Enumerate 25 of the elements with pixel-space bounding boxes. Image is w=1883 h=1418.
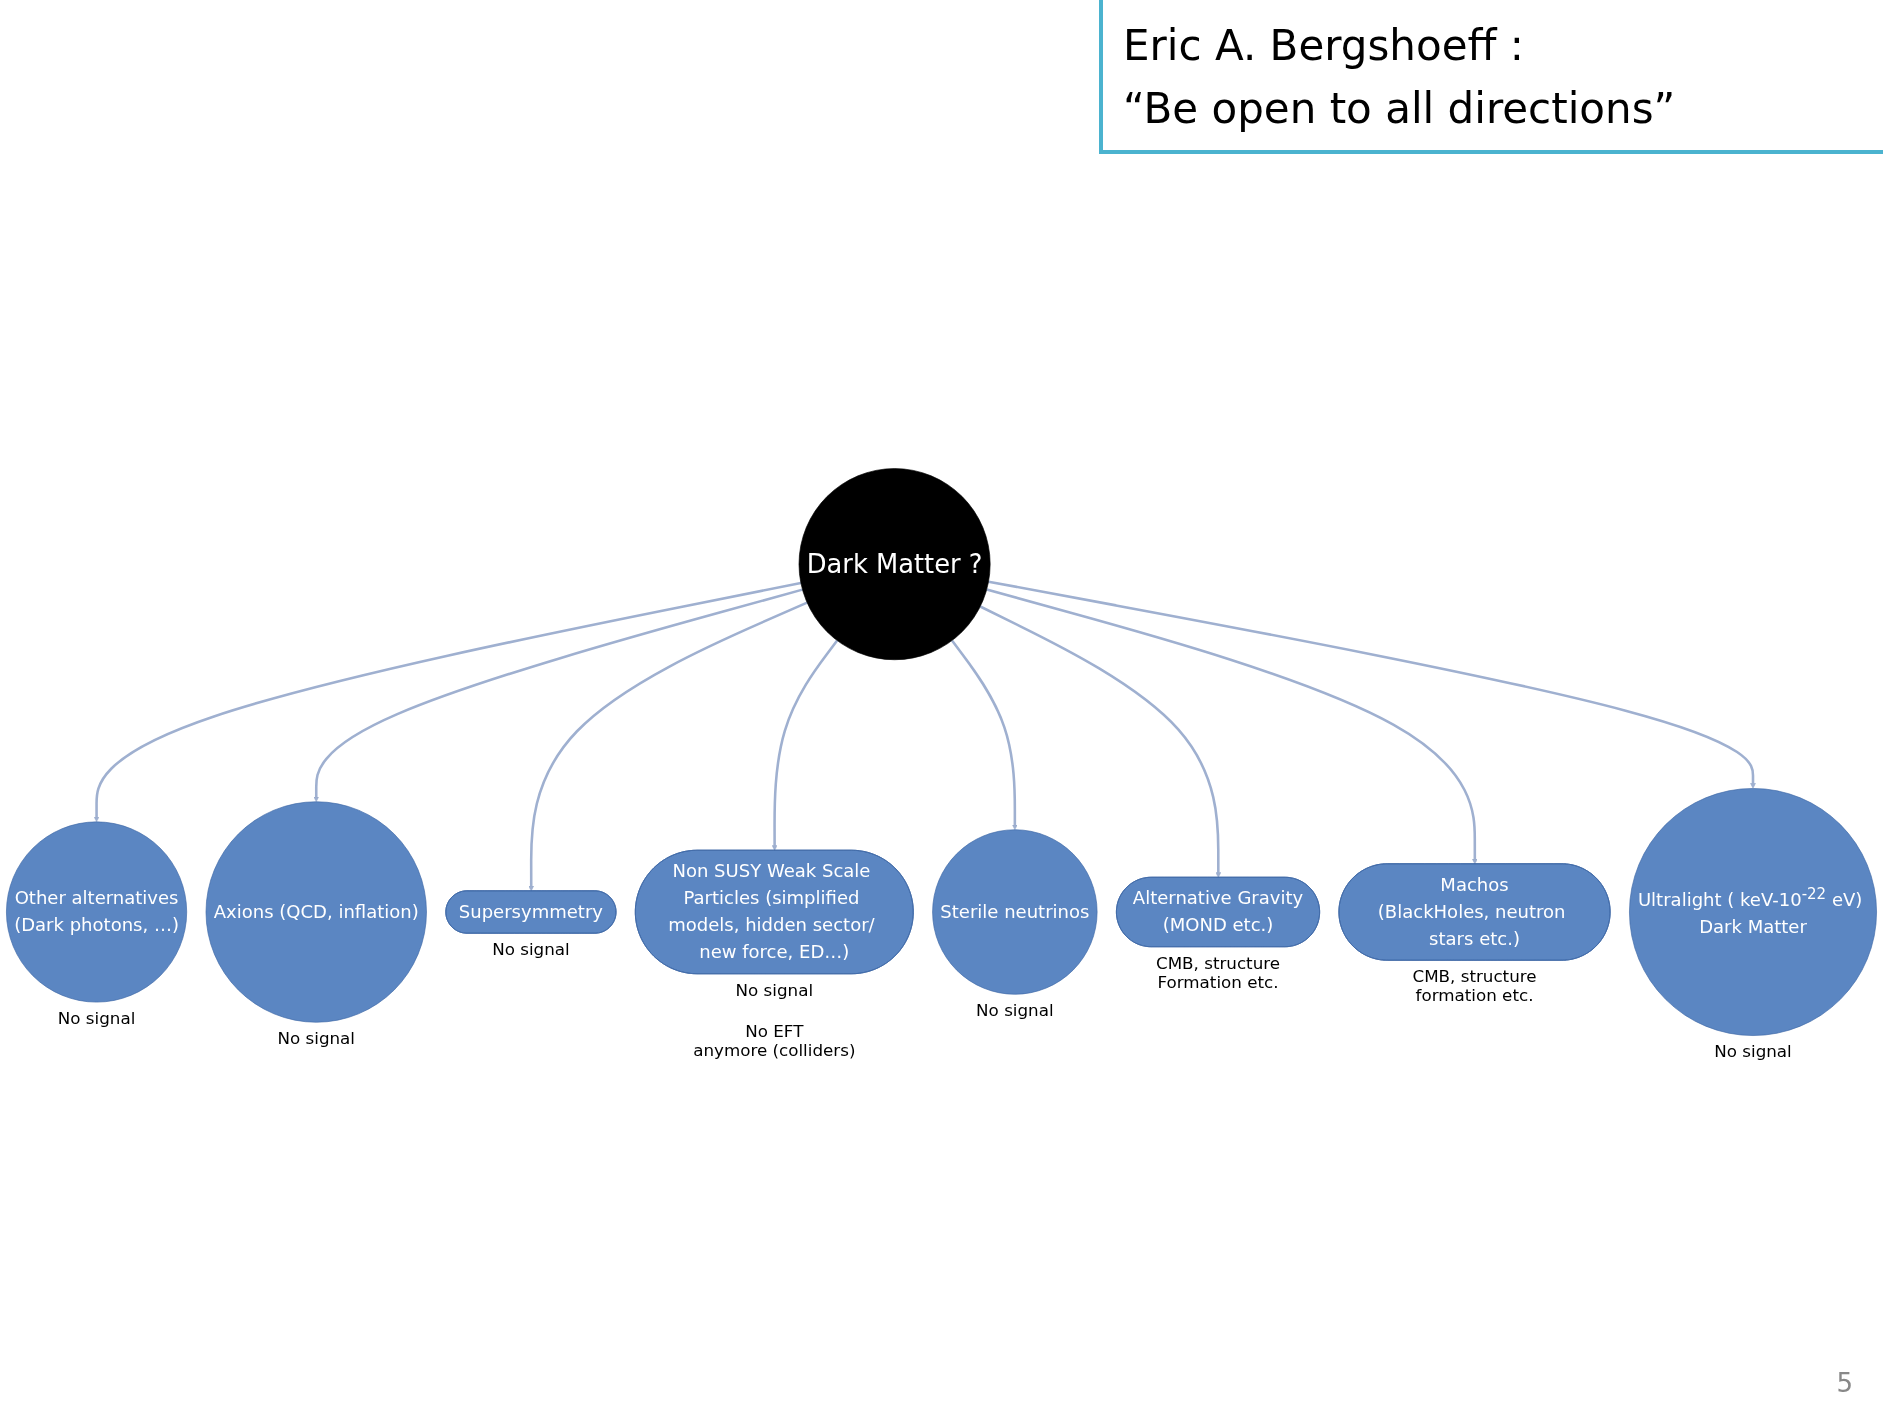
node-circle: Ultralight ( keV-10$^{-22}$ eV) Dark Matter bbox=[1629, 788, 1877, 1036]
note-text: No signal bbox=[492, 939, 570, 960]
arrow bbox=[986, 588, 1478, 865]
arrow bbox=[988, 580, 1756, 789]
note-text: No EFT anymore (colliders) bbox=[693, 1020, 856, 1061]
node-circle: Axions (QCD, inflation) bbox=[205, 801, 427, 1023]
arrow bbox=[528, 601, 808, 892]
note-text: No signal bbox=[976, 1000, 1054, 1021]
note-text: CMB, structure formation etc. bbox=[1412, 966, 1537, 1006]
arrow bbox=[771, 639, 839, 851]
arrow bbox=[951, 639, 1018, 830]
note-text: CMB, structure Formation etc. bbox=[1156, 952, 1281, 992]
note-text: No signal bbox=[1714, 1041, 1792, 1062]
note-text: No signal bbox=[735, 979, 814, 1000]
note-text: No signal bbox=[277, 1028, 355, 1049]
note-text: No signal bbox=[57, 1008, 136, 1028]
author-name: Eric A. Bergshoeff : bbox=[1123, 20, 1525, 72]
node-circle: Sterile neutrinos bbox=[932, 829, 1098, 995]
node-circle: Other alternatives (Dark photons, …) bbox=[6, 821, 187, 1003]
quote-text: “Be open to all directions” bbox=[1123, 83, 1677, 135]
page-number: 5 bbox=[1836, 1368, 1853, 1398]
arrow bbox=[93, 581, 802, 823]
node-circle: Dark Matter ? bbox=[798, 468, 991, 661]
arrow bbox=[313, 588, 803, 802]
arrow bbox=[979, 605, 1222, 878]
